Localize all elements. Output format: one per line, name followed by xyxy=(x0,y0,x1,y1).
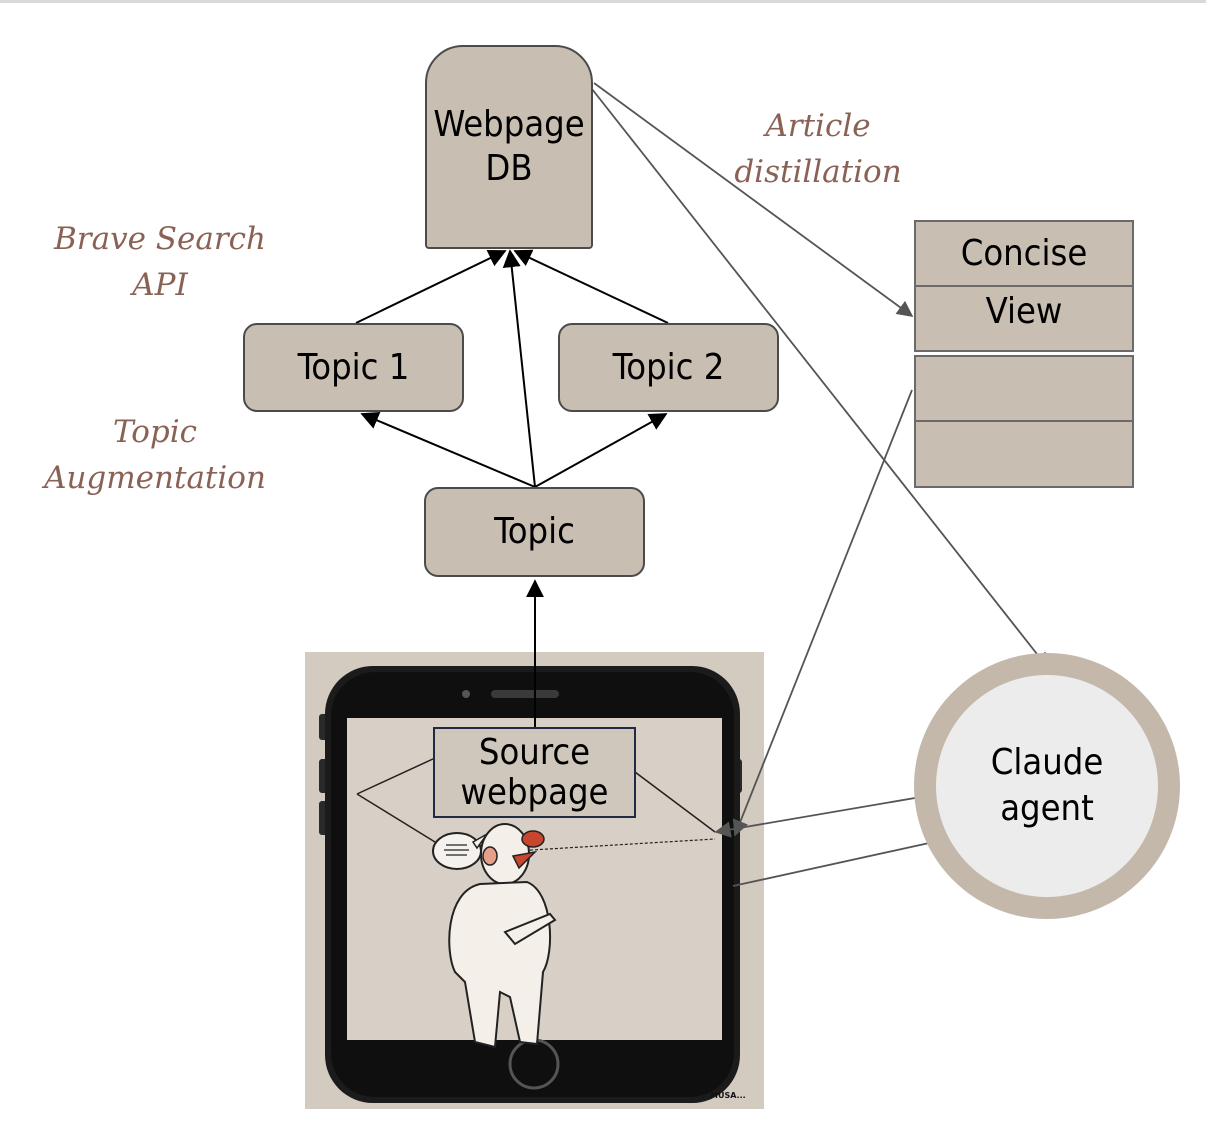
arrow-db-to-concise xyxy=(593,82,914,317)
article-distillation-label: Article distillation xyxy=(734,108,902,190)
topic1-label: Topic 1 xyxy=(297,346,410,388)
arrow-concise-to-source xyxy=(732,389,913,837)
source-webpage-node: Source webpage xyxy=(433,727,636,818)
arrow-topic1-to-db xyxy=(355,249,507,324)
arrow-topic-to-db xyxy=(502,249,536,488)
arrow-claude-to-source xyxy=(714,792,945,838)
topic-augmentation-label: Topic Augmentation xyxy=(44,414,266,496)
concise-view-cell-3 xyxy=(914,355,1134,422)
brave-search-label: Brave Search API xyxy=(53,221,266,303)
concise-view-cell-4 xyxy=(914,420,1134,488)
topic-node: Topic xyxy=(424,487,645,577)
arrow-topic2-to-db xyxy=(513,249,669,324)
topic2-node: Topic 2 xyxy=(558,323,779,412)
claude-agent-label: Claude agent xyxy=(990,742,1104,829)
arrow-source-to-claude xyxy=(732,833,954,887)
topic2-label: Topic 2 xyxy=(612,346,725,388)
arrow-db-to-claude xyxy=(591,88,1050,670)
webpage-db-node: Webpage DB xyxy=(425,45,593,249)
view-label: View xyxy=(985,291,1063,332)
claude-agent-inner: Claude agent xyxy=(936,675,1158,897)
concise-label: Concise xyxy=(960,233,1088,274)
arrow-topic-to-topic2 xyxy=(534,413,668,488)
concise-view-cell-2: View xyxy=(914,285,1134,352)
concise-view-cell-1: Concise xyxy=(914,220,1134,287)
arrow-topic-to-topic1 xyxy=(360,412,536,488)
webpage-db-label: Webpage DB xyxy=(433,104,585,189)
claude-agent-node: Claude agent xyxy=(914,653,1180,919)
topic1-node: Topic 1 xyxy=(243,323,464,412)
topic-label: Topic xyxy=(494,511,575,552)
top-divider xyxy=(0,0,1206,3)
signature-text: MUSA... xyxy=(710,1091,746,1100)
source-webpage-label: Source webpage xyxy=(460,731,609,813)
